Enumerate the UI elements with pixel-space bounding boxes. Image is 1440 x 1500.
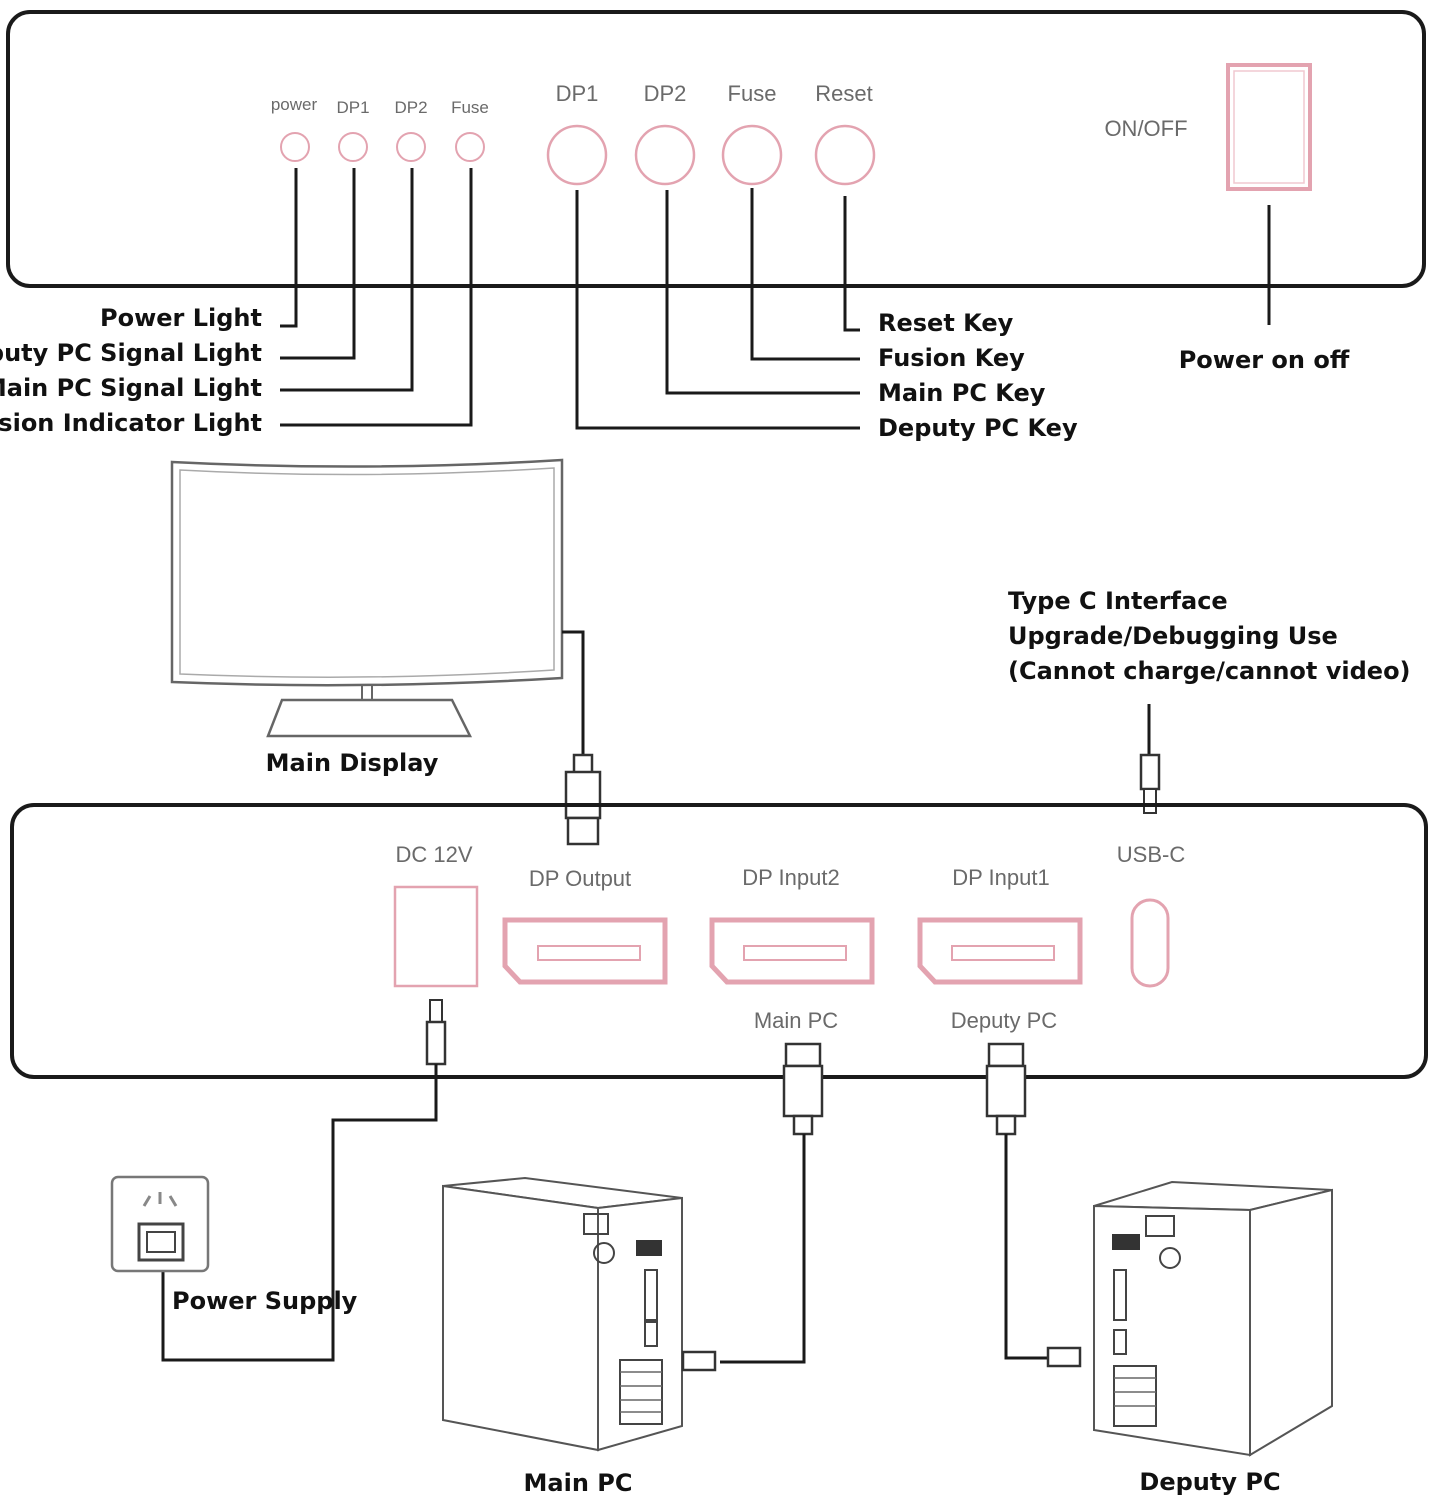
leader-power-light (280, 168, 298, 328)
leader-main-key (665, 190, 860, 395)
power-outlet-icon (110, 1175, 210, 1273)
main-pc-tower-icon (442, 1176, 717, 1452)
port-label-usbc: USB-C (1117, 842, 1186, 867)
reset-button-icon (814, 124, 876, 186)
usbc-port-icon (1130, 898, 1170, 988)
callout-main-pc-key: Main PC Key (878, 379, 1046, 407)
callout-power-light: Power Light (100, 304, 262, 332)
dp-input1-port-icon (917, 917, 1083, 985)
dp-plug-top-icon (564, 753, 602, 846)
cable-main-pc (720, 1134, 806, 1364)
dp-plug-deputy-pc-icon (985, 1042, 1027, 1136)
monitor-icon (170, 458, 564, 738)
port-label-dp-input2: DP Input2 (742, 865, 839, 890)
callout-fusion-indicator-light: Fusion Indicator Light (0, 409, 262, 437)
power-switch-inner (1233, 70, 1305, 184)
fuse-button-icon (721, 124, 783, 186)
callout-fusion-key: Fusion Key (878, 344, 1025, 372)
button-label-reset: Reset (815, 81, 872, 106)
power-light-icon (280, 132, 310, 162)
button-label-fuse: Fuse (728, 81, 777, 106)
callout-deputy-pc-key: Deputy PC Key (878, 414, 1078, 442)
deputy-pc-tower-icon (1046, 1180, 1333, 1457)
callout-reset-key: Reset Key (878, 309, 1014, 337)
dp1-button-icon (546, 124, 608, 186)
leader-main-signal (280, 168, 414, 392)
leader-deputy-key (575, 190, 860, 430)
port-sub-deputy-pc: Deputy PC (951, 1008, 1057, 1033)
switch-label: ON/OFF (1104, 116, 1187, 141)
typec-note-line1: Type C Interface (1008, 587, 1228, 615)
callout-power-on-off: Power on off (1179, 346, 1350, 374)
button-label-dp2: DP2 (644, 81, 687, 106)
dp-plug-main-pc-icon (782, 1042, 824, 1136)
label-power-supply: Power Supply (172, 1287, 358, 1315)
dp2-light-icon (396, 132, 426, 162)
cable-display (562, 630, 585, 757)
leader-fusion-light (280, 168, 473, 427)
indicator-label-power: power (271, 95, 318, 114)
leader-reset-key (843, 196, 860, 332)
indicator-label-dp1: DP1 (336, 98, 369, 117)
dc-plug-icon (425, 999, 447, 1066)
dp-input2-port-icon (709, 917, 875, 985)
indicator-label-fuse: Fuse (451, 98, 489, 117)
leader-deputy-signal (280, 168, 356, 360)
cable-deputy-pc (1004, 1134, 1048, 1360)
fuse-light-icon (455, 132, 485, 162)
port-label-dp-input1: DP Input1 (952, 865, 1049, 890)
port-sub-main-pc: Main PC (754, 1008, 838, 1033)
callout-main-signal-light: Main PC Signal Light (0, 374, 262, 402)
label-main-display: Main Display (266, 749, 439, 777)
callout-deputy-signal-light: Deputy PC Signal Light (0, 339, 262, 367)
port-label-dc: DC 12V (395, 842, 472, 867)
leader-fusion-key (750, 188, 860, 361)
indicator-label-dp2: DP2 (394, 98, 427, 117)
back-panel (10, 803, 1428, 1079)
port-label-dp-output: DP Output (529, 866, 631, 891)
dc-jack-icon (393, 885, 479, 988)
dp2-button-icon (634, 124, 696, 186)
button-label-dp1: DP1 (556, 81, 599, 106)
usbc-plug-icon (1139, 753, 1161, 814)
label-deputy-pc: Deputy PC (1139, 1468, 1280, 1496)
cable-power (161, 1064, 438, 1362)
typec-note-line2: Upgrade/Debugging Use (1008, 622, 1338, 650)
dp-output-port-icon (502, 917, 668, 985)
dp1-light-icon (338, 132, 368, 162)
front-panel (6, 10, 1426, 288)
power-switch-icon (1226, 63, 1312, 191)
label-main-pc: Main PC (524, 1469, 633, 1497)
typec-note-line3: (Cannot charge/cannot video) (1008, 657, 1411, 685)
